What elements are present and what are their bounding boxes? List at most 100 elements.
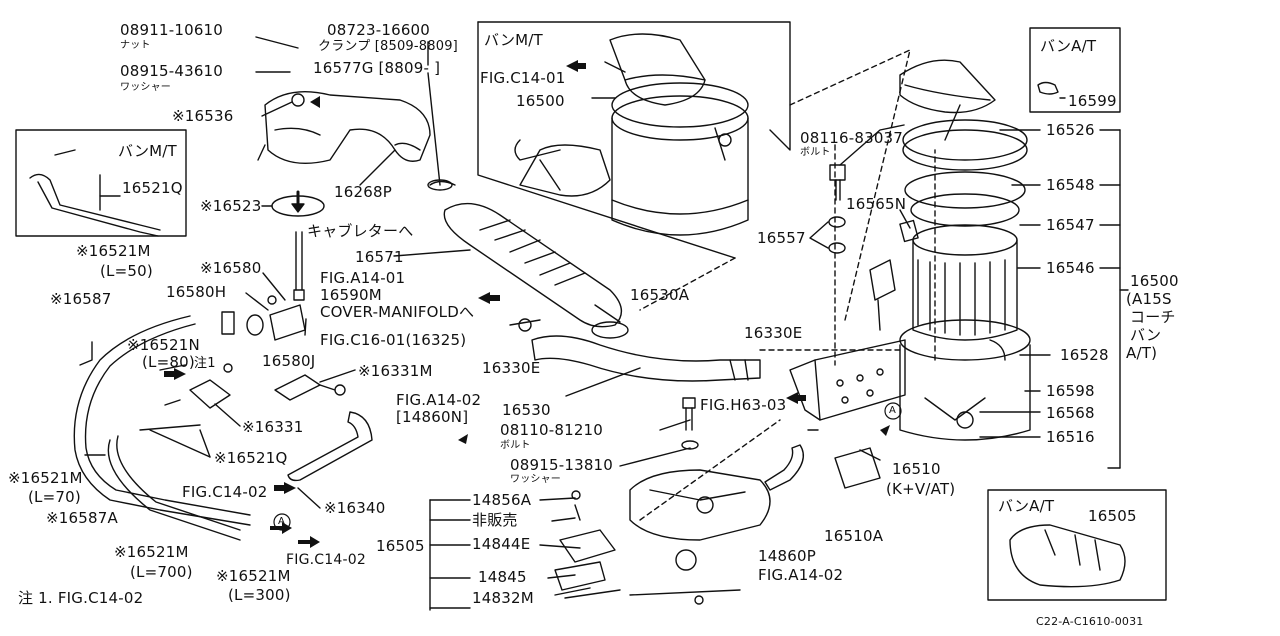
part-16521m-a: ※16521M — [76, 242, 151, 260]
part-16523: ※16523 — [200, 197, 262, 215]
part-16505-left: 16505 — [376, 537, 425, 555]
part-08915-13810-sub: ワッシャー — [510, 474, 561, 485]
variant-van: バン — [1130, 326, 1162, 344]
inset-frame-van-mt — [477, 21, 791, 151]
part-16505-inset: 16505 — [1088, 507, 1137, 525]
ref-fig-c14-01: FIG.C14-01 — [480, 69, 566, 87]
part-16590m: 16590M — [320, 286, 382, 304]
part-16331: ※16331 — [242, 418, 304, 436]
air-cleaner-main-drawing — [869, 59, 1031, 441]
part-14860n: [14860N] — [396, 408, 469, 426]
part-16528: 16528 — [1060, 346, 1109, 364]
part-16568: 16568 — [1046, 404, 1095, 422]
note-1-marker: 注1 — [194, 356, 216, 371]
length-50: (L=50) — [100, 262, 153, 280]
part-16510a: 16510A — [824, 527, 884, 545]
part-16530a: 16530A — [630, 286, 690, 304]
part-08915-13810: 08915-13810 — [510, 456, 614, 474]
length-70: (L=70) — [28, 488, 81, 506]
circle-marker-a-left: A — [278, 516, 286, 527]
part-16500-main: 16500 — [1130, 272, 1179, 290]
part-16598: 16598 — [1046, 382, 1095, 400]
inset-frame-van-at-small — [1029, 27, 1121, 113]
part-16587: ※16587 — [50, 290, 112, 308]
variant-coach: コーチ — [1130, 308, 1176, 326]
part-16580: ※16580 — [200, 259, 262, 277]
part-16599: 16599 — [1068, 92, 1117, 110]
part-16571: 16571 — [355, 248, 404, 266]
part-16521m-d: ※16521M — [216, 567, 291, 585]
part-16521m-c: ※16521M — [114, 543, 189, 561]
part-16330e-a: 16330E — [482, 359, 541, 377]
lower-bracket-drawing — [554, 469, 771, 605]
part-16521n: ※16521N — [127, 336, 200, 354]
bracket-drawing — [789, 339, 906, 421]
to-carburetor: キャブレターへ — [307, 222, 414, 240]
part-08911-10610: 08911-10610 — [120, 21, 224, 39]
part-16548: 16548 — [1046, 176, 1095, 194]
part-16521q-b: ※16521Q — [214, 449, 288, 467]
ref-fig-c14-02-b: FIG.C14-02 — [286, 552, 366, 568]
not-for-sale: 非販売 — [472, 511, 518, 529]
variant-a15s: (A15S — [1126, 290, 1172, 308]
part-16577g: 16577G [8809- ] — [313, 59, 441, 77]
ref-fig-a14-02: FIG.A14-02 — [396, 391, 482, 409]
inset-title-van-mt-left: バンM/T — [118, 142, 177, 160]
part-08723-sub: クランプ [8509-8809] — [318, 39, 458, 54]
part-16526: 16526 — [1046, 121, 1095, 139]
part-14844e: 14844E — [472, 535, 531, 553]
part-16565n: 16565N — [846, 195, 907, 213]
part-16580h: 16580H — [166, 283, 227, 301]
part-16547: 16547 — [1046, 216, 1095, 234]
part-16510: 16510 — [892, 460, 941, 478]
footnote-1: 注 1. FIG.C14-02 — [18, 589, 144, 607]
part-16330e-b: 16330E — [744, 324, 803, 342]
part-16587a: ※16587A — [46, 509, 118, 527]
inset-title-van-at-bottom: バンA/T — [998, 497, 1055, 515]
inset-title-van-mt-top: バンM/T — [484, 31, 543, 49]
part-16530: 16530 — [502, 401, 551, 419]
part-14856a: 14856A — [472, 491, 532, 509]
length-80: (L=80) — [142, 353, 195, 371]
inset-title-van-at-top: バンA/T — [1040, 37, 1097, 55]
air-duct-drawing — [257, 90, 431, 165]
to-cover-manifold: COVER-MANIFOLDへ — [320, 303, 475, 321]
part-16268p: 16268P — [334, 183, 392, 201]
direction-arrows — [164, 60, 890, 548]
part-14845: 14845 — [478, 568, 527, 586]
air-cleaner-van-mt-drawing — [514, 33, 749, 236]
inset-frame-van-at-bottom — [987, 489, 1167, 601]
part-14832m: 14832M — [472, 589, 534, 607]
part-16521q-inset: 16521Q — [122, 179, 183, 197]
part-08116-sub: ボルト — [800, 147, 831, 158]
ref-fig-c14-02-a: FIG.C14-02 — [182, 483, 268, 501]
intake-hose-drawing — [427, 179, 761, 382]
part-16340: ※16340 — [324, 499, 386, 517]
part-08911-sub: ナット — [120, 40, 151, 51]
part-08110-sub: ボルト — [500, 440, 531, 451]
inset-frame-van-mt-hose — [15, 129, 187, 237]
part-08116-83037: 08116-83037 — [800, 129, 904, 147]
circle-marker-a-right: A — [889, 405, 897, 416]
ref-fig-a14-02-b: FIG.A14-02 — [758, 566, 844, 584]
length-300: (L=300) — [228, 586, 291, 604]
part-08110-81210: 08110-81210 — [500, 421, 604, 439]
part-16546: 16546 — [1046, 259, 1095, 277]
part-16521m-b: ※16521M — [8, 469, 83, 487]
part-16580j: 16580J — [262, 352, 316, 370]
part-08915-43610-sub: ワッシャー — [120, 82, 171, 93]
ref-fig-c16-01: FIG.C16-01(16325) — [320, 331, 467, 349]
length-700: (L=700) — [130, 563, 193, 581]
part-16536: ※16536 — [172, 107, 234, 125]
part-16331m: ※16331M — [358, 362, 433, 380]
diagram-code: C22-A-C1610-0031 — [1036, 615, 1144, 628]
ref-fig-h63-03: FIG.H63-03 — [700, 396, 787, 414]
variant-at: A/T) — [1126, 344, 1158, 362]
part-08915-43610: 08915-43610 — [120, 62, 224, 80]
part-16516: 16516 — [1046, 428, 1095, 446]
part-08723-16600: 08723-16600 — [327, 21, 431, 39]
ref-fig-a14-01: FIG.A14-01 — [320, 269, 406, 287]
part-16557: 16557 — [757, 229, 806, 247]
